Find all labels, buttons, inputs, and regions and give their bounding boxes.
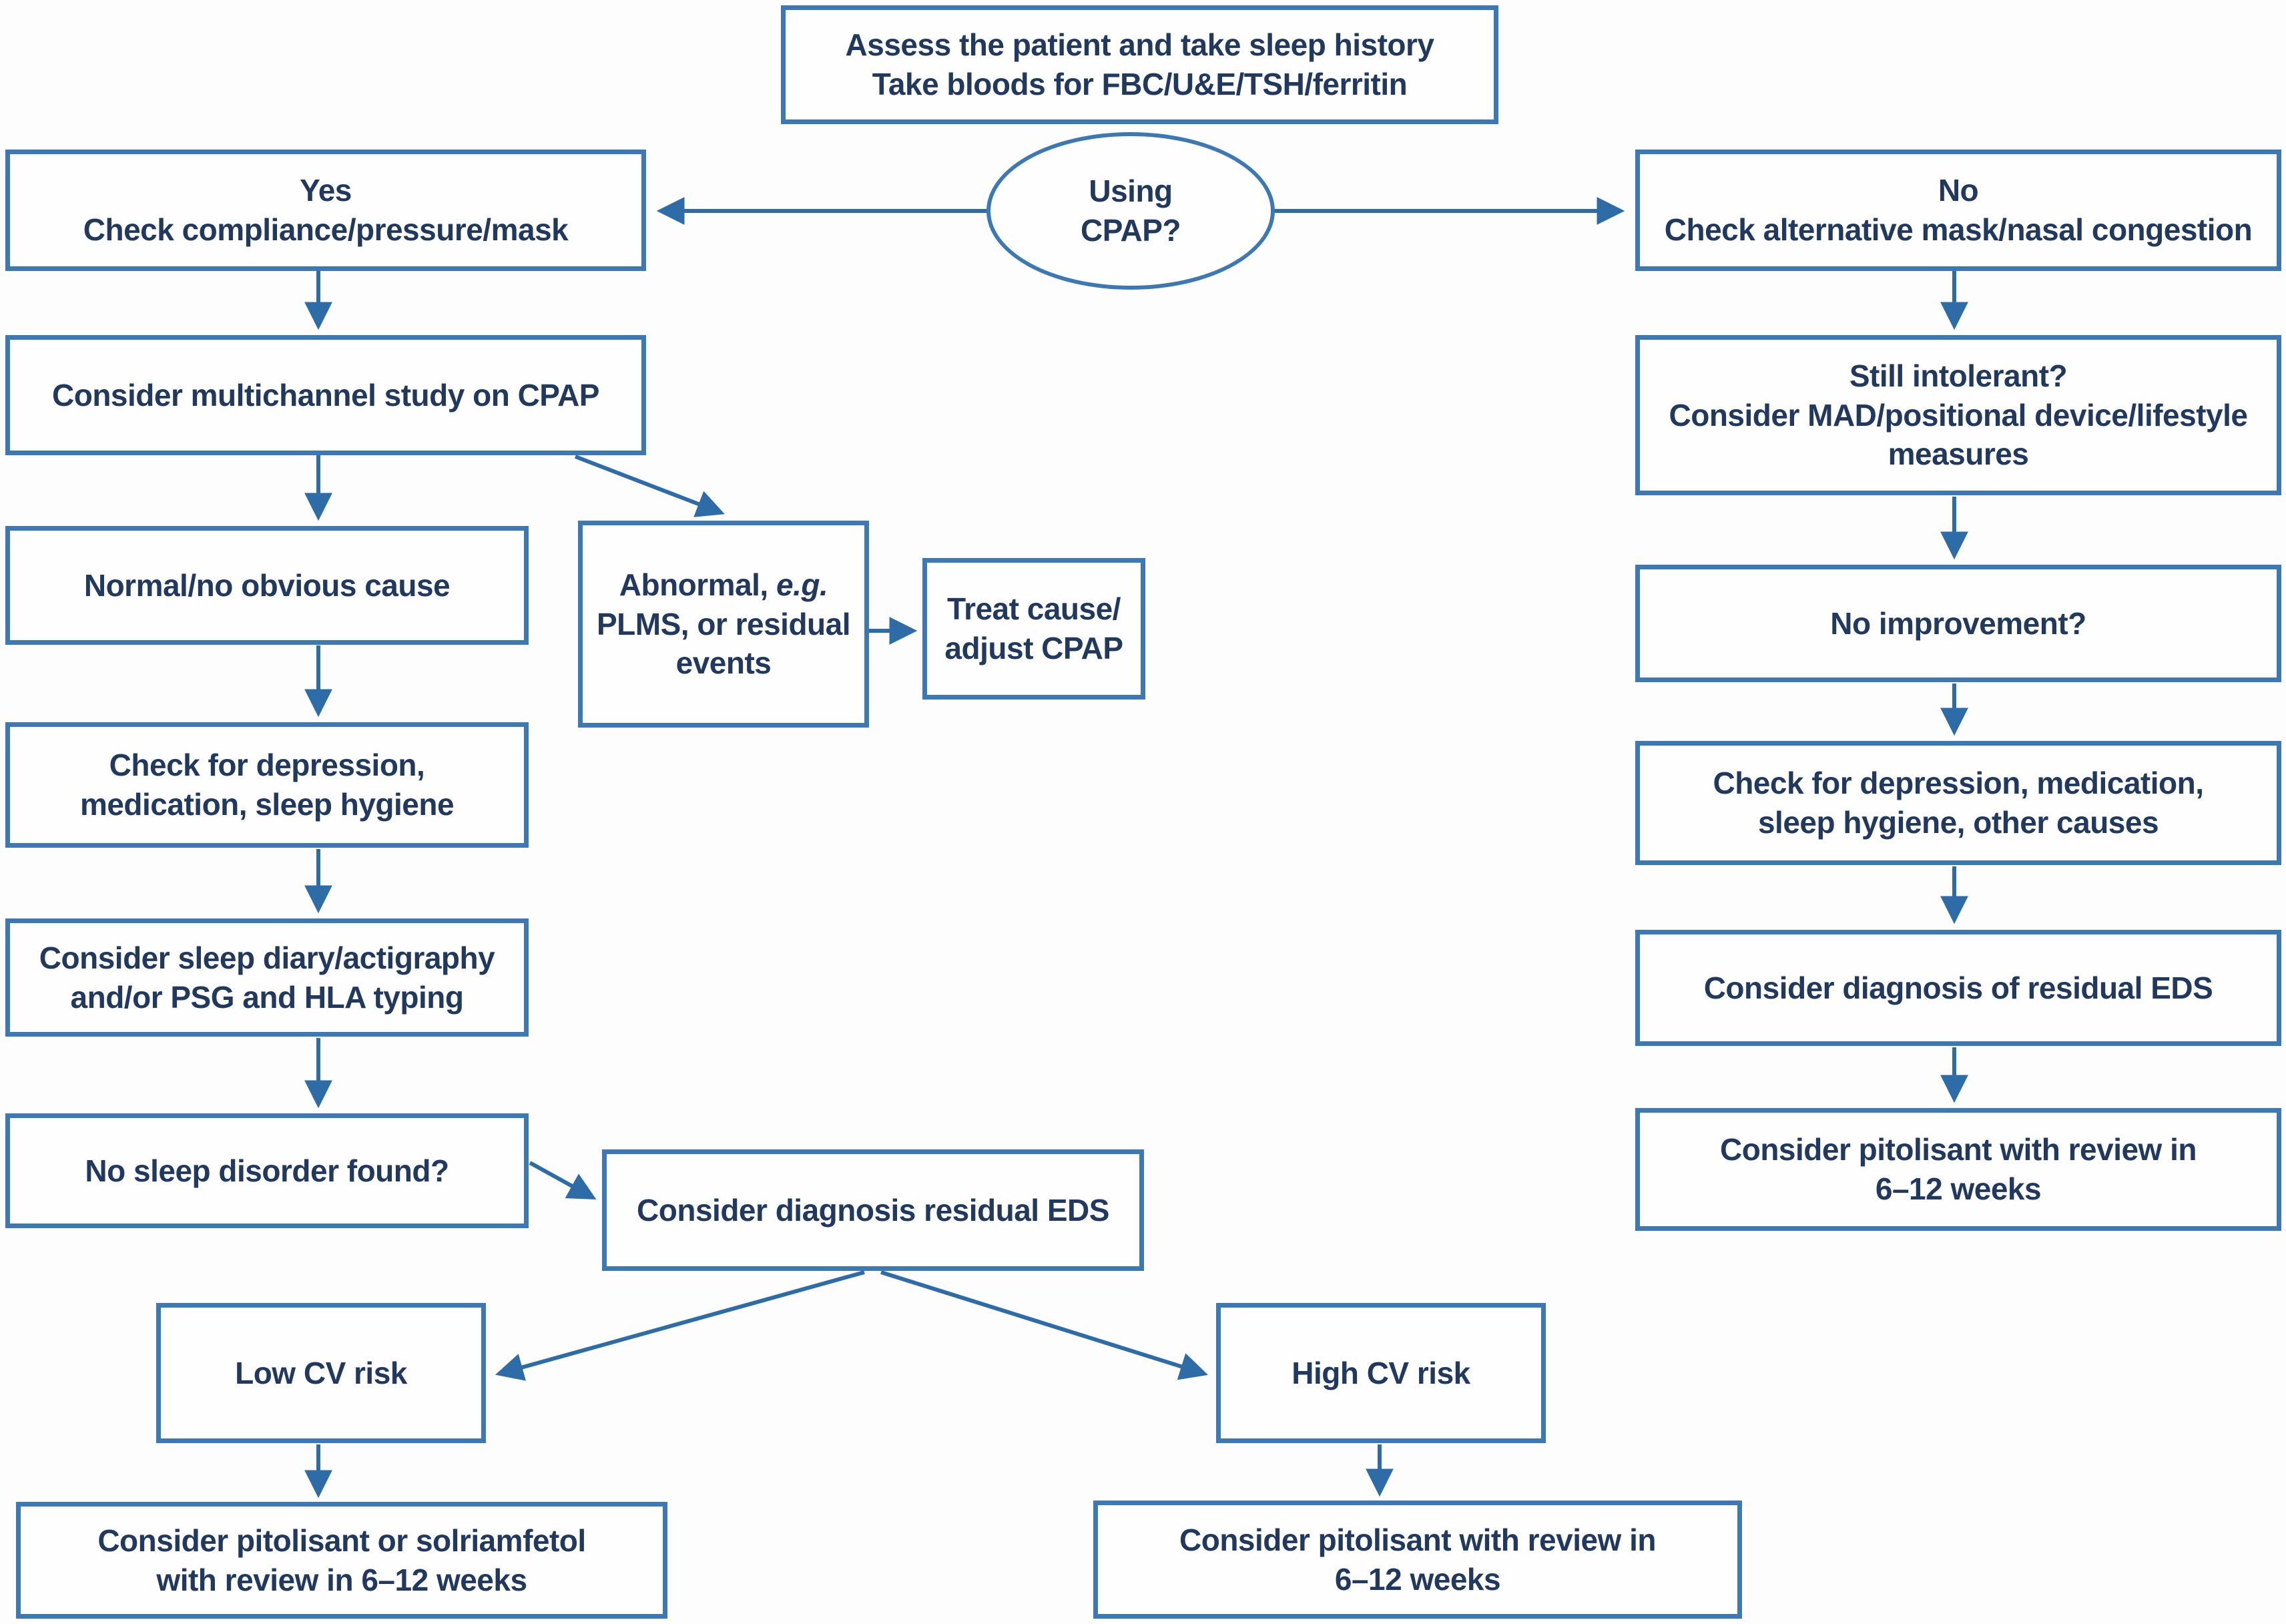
node-no-improvement: No improvement?	[1635, 565, 2281, 682]
node-no-check-alternative-mask: No Check alternative mask/nasal congesti…	[1635, 150, 2281, 271]
node-using-cpap-decision: Using CPAP?	[986, 132, 1275, 290]
node-pitolisant-high-cv: Consider pitolisant with review in 6–12 …	[1093, 1501, 1742, 1619]
node-assess-patient: Assess the patient and take sleep histor…	[781, 5, 1498, 124]
node-multichannel-study: Consider multichannel study on CPAP	[5, 335, 646, 455]
node-low-cv-risk: Low CV risk	[156, 1303, 486, 1443]
node-treat-cause-adjust-cpap: Treat cause/ adjust CPAP	[922, 558, 1145, 700]
node-no-sleep-disorder-found: No sleep disorder found?	[5, 1113, 529, 1228]
arrow-residual-to-highcv	[880, 1270, 1209, 1380]
node-consider-diagnosis-residual-eds-right: Consider diagnosis of residual EDS	[1635, 930, 2281, 1046]
node-pitolisant-right: Consider pitolisant with review in 6–12 …	[1635, 1108, 2281, 1231]
arrow-residual-to-lowcv	[495, 1270, 865, 1381]
node-still-intolerant-mad: Still intolerant? Consider MAD/positiona…	[1635, 335, 2281, 495]
node-yes-check-compliance: Yes Check compliance/pressure/mask	[5, 150, 646, 271]
node-consider-diagnosis-residual-eds-left: Consider diagnosis residual EDS	[602, 1149, 1144, 1271]
node-sleep-diary-actigraphy: Consider sleep diary/actigraphy and/or P…	[5, 918, 529, 1037]
node-normal-no-obvious-cause: Normal/no obvious cause	[5, 526, 529, 645]
arrow-nodisorder-to-residual	[529, 1161, 597, 1200]
node-check-depression-right: Check for depression, medication, sleep …	[1635, 741, 2281, 865]
arrow-multichannel-to-abnormal	[574, 455, 725, 517]
node-pitolisant-or-solriamfetol: Consider pitolisant or solriamfetol with…	[16, 1502, 667, 1619]
node-abnormal-plms: Abnormal, e.g. PLMS, or residual events	[578, 521, 869, 728]
node-check-depression-left: Check for depression, medication, sleep …	[5, 722, 529, 848]
node-high-cv-risk: High CV risk	[1216, 1303, 1546, 1443]
